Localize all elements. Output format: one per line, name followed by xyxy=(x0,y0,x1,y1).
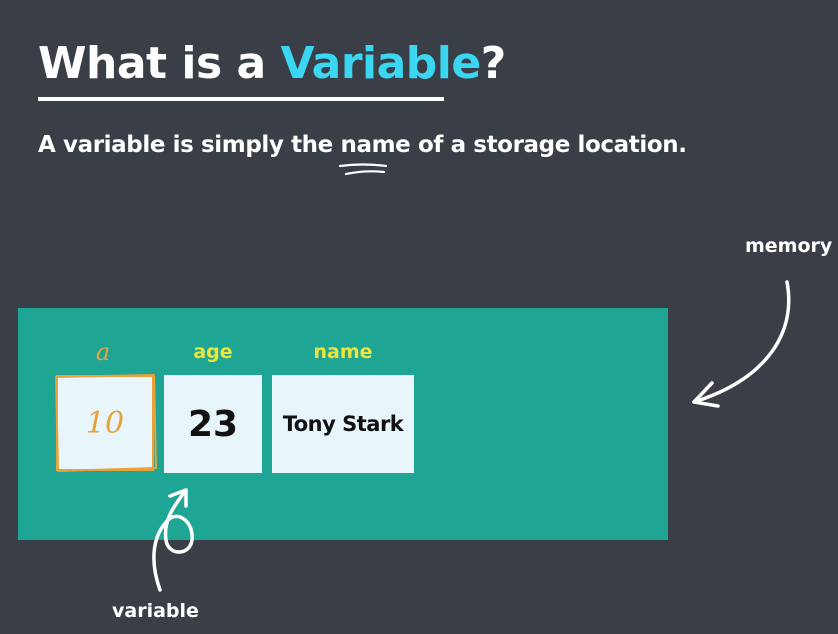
cell-label-a: a xyxy=(95,338,111,366)
subtitle-emphasis: name xyxy=(340,132,411,158)
cell-label-age: age xyxy=(193,341,233,363)
variable-label: variable xyxy=(112,600,199,622)
page-title: What is a Variable? xyxy=(38,36,506,92)
title-highlight: Variable xyxy=(280,38,482,89)
cell-value-name: Tony Stark xyxy=(272,375,414,473)
title-underline xyxy=(38,97,444,101)
cell-label-name: name xyxy=(313,341,373,363)
cell-value-age: 23 xyxy=(164,375,262,473)
title-prefix: What is a xyxy=(38,38,281,89)
memory-block: a 10 age 23 name Tony Stark xyxy=(18,308,668,540)
memory-label: memory xyxy=(745,235,833,257)
emphasis-underline xyxy=(338,163,388,176)
subtitle: A variable is simply the name of a stora… xyxy=(38,130,687,160)
cell-value-a: 10 xyxy=(56,375,154,471)
memory-arrow xyxy=(692,280,791,408)
subtitle-before: A variable is simply the xyxy=(38,132,341,158)
title-suffix: ? xyxy=(480,38,507,89)
subtitle-after: of a storage location. xyxy=(410,132,687,158)
